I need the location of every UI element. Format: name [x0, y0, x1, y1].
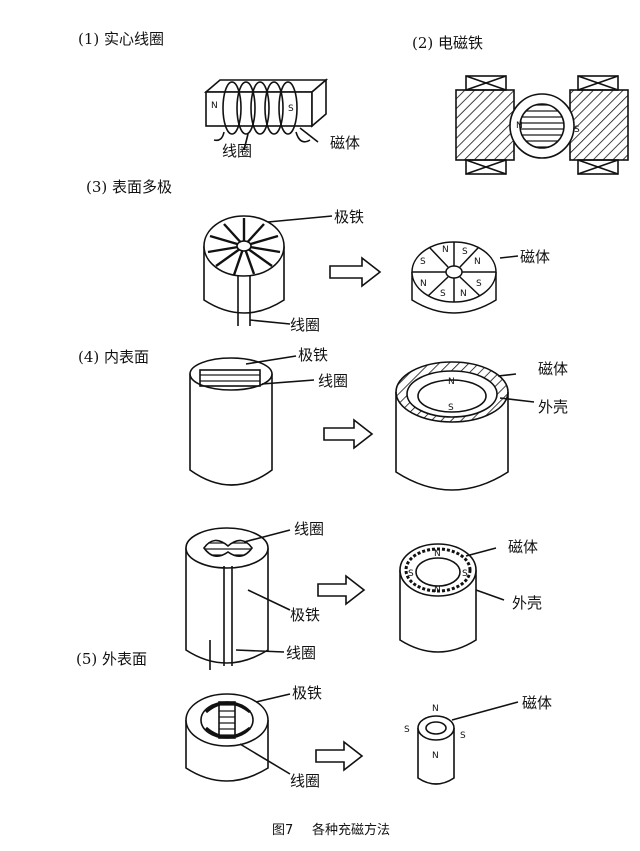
multipole-n2: N [474, 257, 481, 267]
solid-coil-winding-label: 线圈 [222, 142, 252, 160]
inner-yoke-drawing [189, 355, 374, 486]
multipole-yoke-drawing [203, 215, 382, 326]
solid-coil-magnet-label: 磁体 [330, 134, 360, 152]
solid-coil-north: N [211, 101, 218, 111]
inner-alt-magnet-label: 磁体 [508, 538, 538, 556]
multipole-winding-label: 线圈 [290, 316, 320, 334]
electromagnet-north: N [516, 121, 523, 131]
inner-alt-winding-label: 线圈 [294, 520, 324, 538]
section-4-label: (4) 内表面 [78, 348, 149, 366]
multipole-yoke-label: 极铁 [334, 208, 364, 226]
electromagnet-drawing [455, 75, 629, 175]
inner-magnet-label: 磁体 [538, 360, 568, 378]
multipole-n4: N [420, 279, 427, 289]
outer-winding-label: 线圈 [290, 772, 320, 790]
outer-s-left: S [404, 725, 410, 735]
multipole-n3: N [460, 289, 467, 299]
multipole-magnet-drawing [411, 241, 519, 314]
inner-winding-label: 线圈 [318, 372, 348, 390]
figure-caption-number: 图7 [272, 823, 293, 838]
outer-yoke-label: 极铁 [292, 684, 322, 702]
outer-magnet-drawing [417, 701, 519, 785]
section-5-outer-surface: (5) 外表面 极铁 线圈 N S S N 磁体 [76, 650, 552, 790]
outer-s-right: S [460, 731, 466, 741]
inner-alt-yoke-drawing [185, 527, 366, 670]
inner-magnet-drawing [395, 361, 535, 491]
inner-alt-s-left: S [408, 569, 414, 579]
inner-alt-yoke-label: 极铁 [290, 606, 320, 624]
inner-alt-housing-label: 外壳 [512, 594, 542, 612]
inner-alt-n-bottom: N [434, 585, 441, 595]
section-4-inner-surface: (4) 内表面 极铁 线圈 N S 磁体 外壳 [78, 346, 568, 491]
section-4b-inner-surface: 线圈 极铁 线圈 N S S N 磁体 外壳 [185, 520, 542, 670]
section-3-label: (3) 表面多极 [86, 178, 172, 196]
inner-alt-s-right: S [462, 569, 468, 579]
solid-coil-drawing [203, 78, 329, 151]
section-2-electromagnet: (2) 电磁铁 N S [412, 34, 629, 175]
multipole-s4: S [420, 257, 426, 267]
inner-housing-label: 外壳 [538, 398, 568, 416]
multipole-magnet-label: 磁体 [520, 248, 550, 266]
inner-magnet-south: S [448, 403, 454, 413]
inner-alt-n-top: N [434, 549, 441, 559]
multipole-n1: N [442, 245, 449, 255]
solid-coil-south: S [288, 104, 294, 114]
inner-magnet-north: N [448, 377, 455, 387]
section-1-label: (1) 实心线圈 [78, 30, 164, 48]
section-3-surface-multipole: (3) 表面多极 极 [86, 178, 550, 334]
outer-n-bottom: N [432, 751, 439, 761]
section-2-label: (2) 电磁铁 [412, 34, 483, 52]
electromagnet-south: S [574, 125, 580, 135]
section-5-label: (5) 外表面 [76, 650, 147, 668]
inner-alt-magnet-drawing [399, 543, 505, 653]
inner-alt-winding2-label: 线圈 [286, 644, 316, 662]
multipole-s1: S [462, 247, 468, 257]
figure-caption-text: 各种充磁方法 [312, 822, 390, 838]
multipole-s2: S [476, 279, 482, 289]
outer-yoke-drawing [185, 693, 364, 782]
multipole-s3: S [440, 289, 446, 299]
inner-yoke-label: 极铁 [298, 346, 328, 364]
section-1-solid-coil: (1) 实心线圈 N S 线圈 磁体 [78, 30, 360, 160]
outer-magnet-label: 磁体 [522, 694, 552, 712]
outer-n-top: N [432, 704, 439, 714]
multipole-pole-labels: N S N S N S N S [420, 245, 482, 299]
